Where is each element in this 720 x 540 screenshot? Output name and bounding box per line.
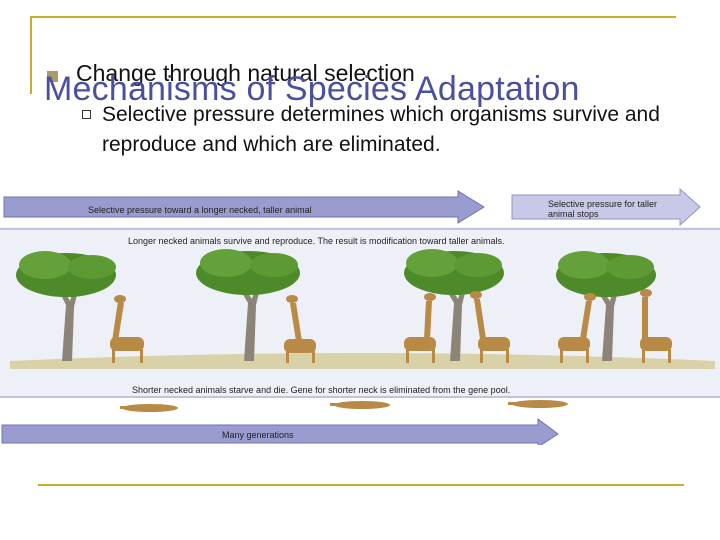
generations-arrow: [1, 418, 559, 445]
natural-selection-figure: Selective pressure toward a longer necke…: [0, 185, 720, 445]
tree: [16, 251, 116, 361]
giraffe: [640, 289, 672, 363]
arrow-stop-label: Selective pressure for taller animal sto…: [548, 199, 658, 219]
slide-title: Mechanisms of Species Adaptation: [44, 70, 580, 108]
fallen-giraffe: [330, 401, 390, 409]
giraffe: [470, 291, 510, 363]
giraffe: [284, 295, 316, 363]
ground: [10, 353, 715, 369]
slide-frame-left: [30, 16, 32, 94]
tree: [556, 251, 656, 361]
giraffe: [558, 293, 596, 363]
arrow-bottom-label: Many generations: [222, 430, 294, 440]
selective-pressure-arrow: [3, 190, 485, 224]
tree: [404, 249, 504, 361]
figure-illustration: [0, 187, 720, 445]
survive-caption: Longer necked animals survive and reprod…: [128, 236, 505, 246]
bullet-square-icon: [47, 71, 58, 82]
bullet-sub-text: Selective pressure determines which orga…: [102, 103, 660, 156]
giraffe: [110, 295, 144, 363]
bullet-main-text: Change through natural selection: [76, 60, 415, 86]
starve-caption: Shorter necked animals starve and die. G…: [132, 385, 511, 395]
giraffe: [404, 293, 436, 363]
arrow-top-label: Selective pressure toward a longer necke…: [88, 205, 312, 215]
fallen-giraffe: [120, 404, 178, 412]
fallen-giraffe: [508, 400, 568, 408]
pressure-stops-arrow: [511, 187, 701, 227]
tree: [196, 249, 300, 361]
bullet-hollow-square-icon: [82, 110, 91, 119]
slide-frame-top: [30, 16, 676, 18]
slide-frame-bottom: [38, 484, 684, 486]
